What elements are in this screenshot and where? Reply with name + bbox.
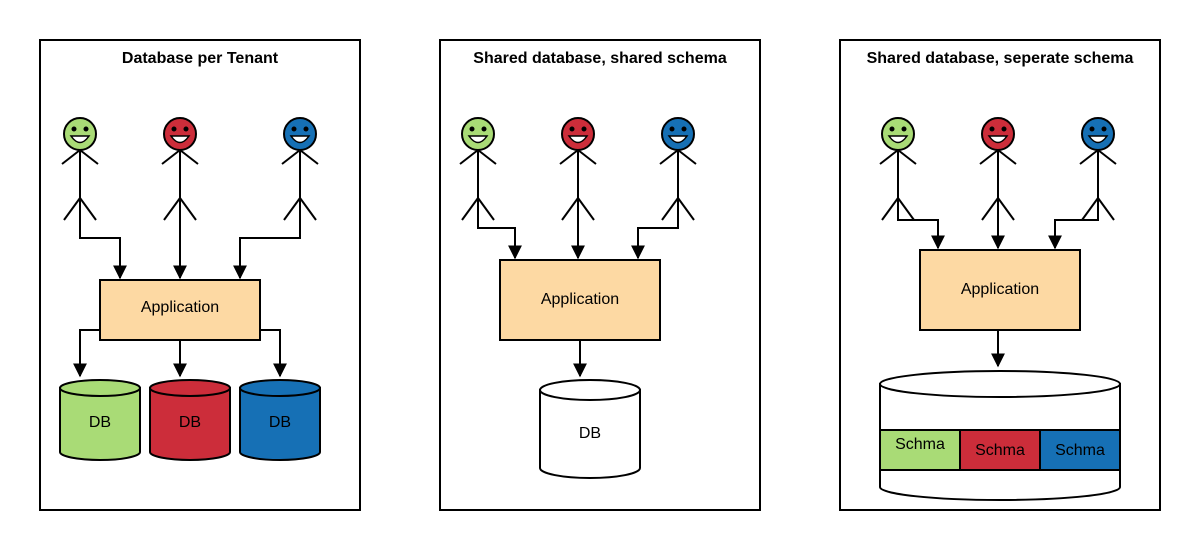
database-label: DB xyxy=(179,414,201,431)
tenant-user-blue xyxy=(1079,117,1117,221)
schema-block-red xyxy=(959,429,1041,471)
schema-label: Schma xyxy=(1055,442,1105,459)
database-cylinder-green: DB xyxy=(59,379,141,461)
panel-title: Shared database, seperate schema xyxy=(867,50,1134,67)
connector-arrow xyxy=(260,329,287,378)
connector-arrow xyxy=(477,200,522,260)
connector-arrow xyxy=(897,200,945,250)
panel-title: Database per Tenant xyxy=(122,50,279,67)
user-head-icon xyxy=(561,117,595,151)
schema-block-green xyxy=(879,429,961,471)
schema-label: Schma xyxy=(895,436,945,453)
application-label: Application xyxy=(541,291,619,308)
database-cylinder-shared: DB xyxy=(539,379,641,479)
user-head-icon xyxy=(461,117,495,151)
application-label: Application xyxy=(961,281,1039,298)
tenant-user-green xyxy=(879,117,917,221)
connector-arrow xyxy=(73,329,100,378)
database-cylinder-schemas: Schma Schma Schma xyxy=(879,370,1121,501)
user-head-icon xyxy=(1081,117,1115,151)
connector-arrow xyxy=(233,200,301,280)
database-label: DB xyxy=(579,425,601,442)
user-head-icon xyxy=(163,117,197,151)
schema-block-blue xyxy=(1039,429,1121,471)
tenant-user-green xyxy=(459,117,497,221)
schema-label: Schma xyxy=(975,442,1025,459)
panel-shared-database-separate-schema: Shared database, seperate schema xyxy=(839,39,1161,511)
database-cylinder-red: DB xyxy=(149,379,231,461)
connector-arrow xyxy=(631,200,679,260)
connector-arrow xyxy=(79,200,127,280)
application-label: Application xyxy=(141,299,219,316)
user-head-icon xyxy=(981,117,1015,151)
application-box xyxy=(99,279,261,341)
tenant-user-green xyxy=(61,117,99,221)
tenant-user-blue xyxy=(281,117,319,221)
tenant-user-red xyxy=(161,117,199,221)
tenant-user-blue xyxy=(659,117,697,221)
user-head-icon xyxy=(661,117,695,151)
tenant-user-red xyxy=(559,117,597,221)
application-box xyxy=(499,259,661,341)
tenant-user-red xyxy=(979,117,1017,221)
database-label: DB xyxy=(269,414,291,431)
user-head-icon xyxy=(63,117,97,151)
user-head-icon xyxy=(881,117,915,151)
connector-arrow xyxy=(1048,200,1099,250)
panel-shared-database-shared-schema: Shared database, shared schema xyxy=(439,39,761,511)
panel-title: Shared database, shared schema xyxy=(473,50,727,67)
database-label: DB xyxy=(89,414,111,431)
application-box xyxy=(919,249,1081,331)
user-head-icon xyxy=(283,117,317,151)
panel-database-per-tenant: Database per Tenant xyxy=(39,39,361,511)
database-cylinder-blue: DB xyxy=(239,379,321,461)
